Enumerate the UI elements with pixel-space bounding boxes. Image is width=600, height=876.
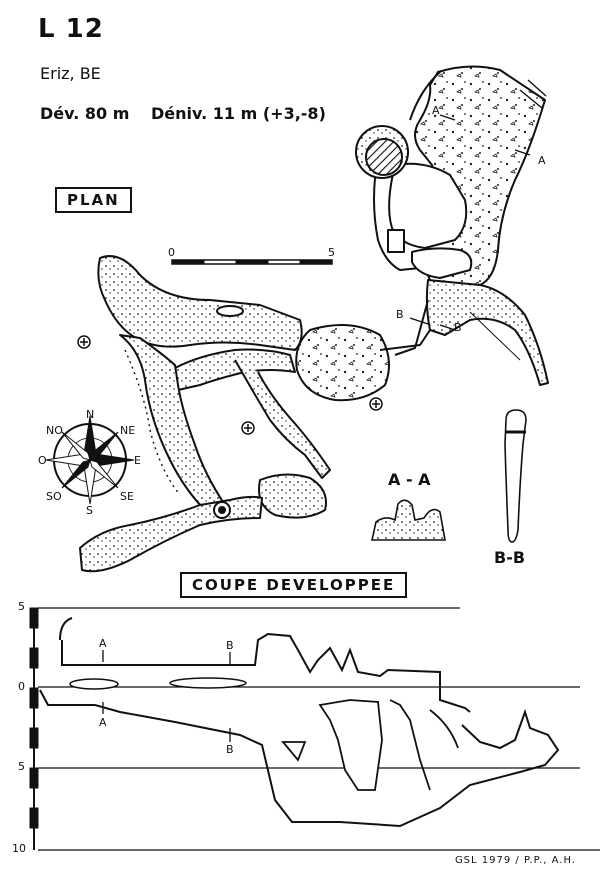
plan-mark-a2: A: [538, 154, 546, 167]
coupe-block-b: [169, 677, 247, 689]
coupe-block-a: [69, 678, 119, 690]
cave-id-title: L 12: [38, 14, 104, 44]
upper-passage: [97, 255, 303, 351]
coupe-mark-b1: B: [226, 639, 234, 652]
compass-so: SO: [46, 490, 62, 503]
scale-end-label: 5: [328, 246, 335, 259]
plan-mark-a1: A: [432, 104, 440, 117]
compass-n: N: [86, 408, 95, 421]
depth-tick-plus5: 5: [18, 600, 25, 613]
plan-mark-b1: B: [396, 308, 404, 321]
compass-s: S: [86, 504, 93, 517]
depth-tick-minus10: 10: [12, 842, 26, 855]
plan-scale-bar: [171, 259, 333, 265]
round-chamber: [295, 324, 390, 402]
survey-credit: GSL 1979 / P.P., A.H.: [454, 855, 576, 866]
scale-start-label: 0: [168, 246, 175, 259]
compass-ne: NE: [120, 424, 136, 437]
bottom-passage: [79, 495, 263, 573]
survey-stats: Dév. 80 m Déniv. 11 m (+3,-8): [40, 104, 342, 123]
coupe-ceiling: [59, 617, 471, 713]
coupe-mark-b2: B: [226, 743, 234, 756]
coupe-floor: [39, 689, 560, 828]
lower-chamber: [258, 473, 327, 519]
block-upper: [216, 305, 244, 317]
section-aa-profile: [371, 499, 446, 541]
plus-markers: [77, 335, 383, 435]
section-bb-label: B-B: [494, 548, 526, 567]
depth-tick-minus5: 5: [18, 760, 25, 773]
section-aa-label: A - A: [388, 470, 431, 489]
middle-passage: [174, 348, 296, 391]
coupe-title-box: COUPE DEVELOPPEE: [180, 572, 408, 598]
denivellation-value: Déniv. 11 m (+3,-8): [151, 104, 326, 123]
compass-e: E: [134, 454, 141, 467]
location-label: Eriz, BE: [40, 64, 101, 83]
plan-title-box: PLAN: [55, 187, 132, 213]
coupe-pillar-center: [318, 699, 383, 791]
descending-passage: [425, 279, 549, 386]
coupe-pillar-left: [281, 741, 307, 762]
plan-view: [77, 65, 549, 573]
shaft-hatched: [365, 138, 403, 176]
coupe-view: [29, 607, 600, 851]
compass-no: NO: [46, 424, 63, 437]
plan-section-marks: [409, 114, 531, 331]
coupe-mark-a2: A: [99, 716, 107, 729]
compass-o: O: [38, 454, 47, 467]
small-block: [387, 229, 405, 253]
compass-se: SE: [120, 490, 134, 503]
coupe-mark-a1: A: [99, 637, 107, 650]
section-bb-profile: [504, 409, 527, 543]
plan-mark-b2: B: [454, 321, 462, 334]
development-value: Dév. 80 m: [40, 104, 130, 123]
compass-rose: [45, 415, 135, 505]
upper-room: [388, 162, 468, 249]
depth-tick-0: 0: [18, 680, 25, 693]
